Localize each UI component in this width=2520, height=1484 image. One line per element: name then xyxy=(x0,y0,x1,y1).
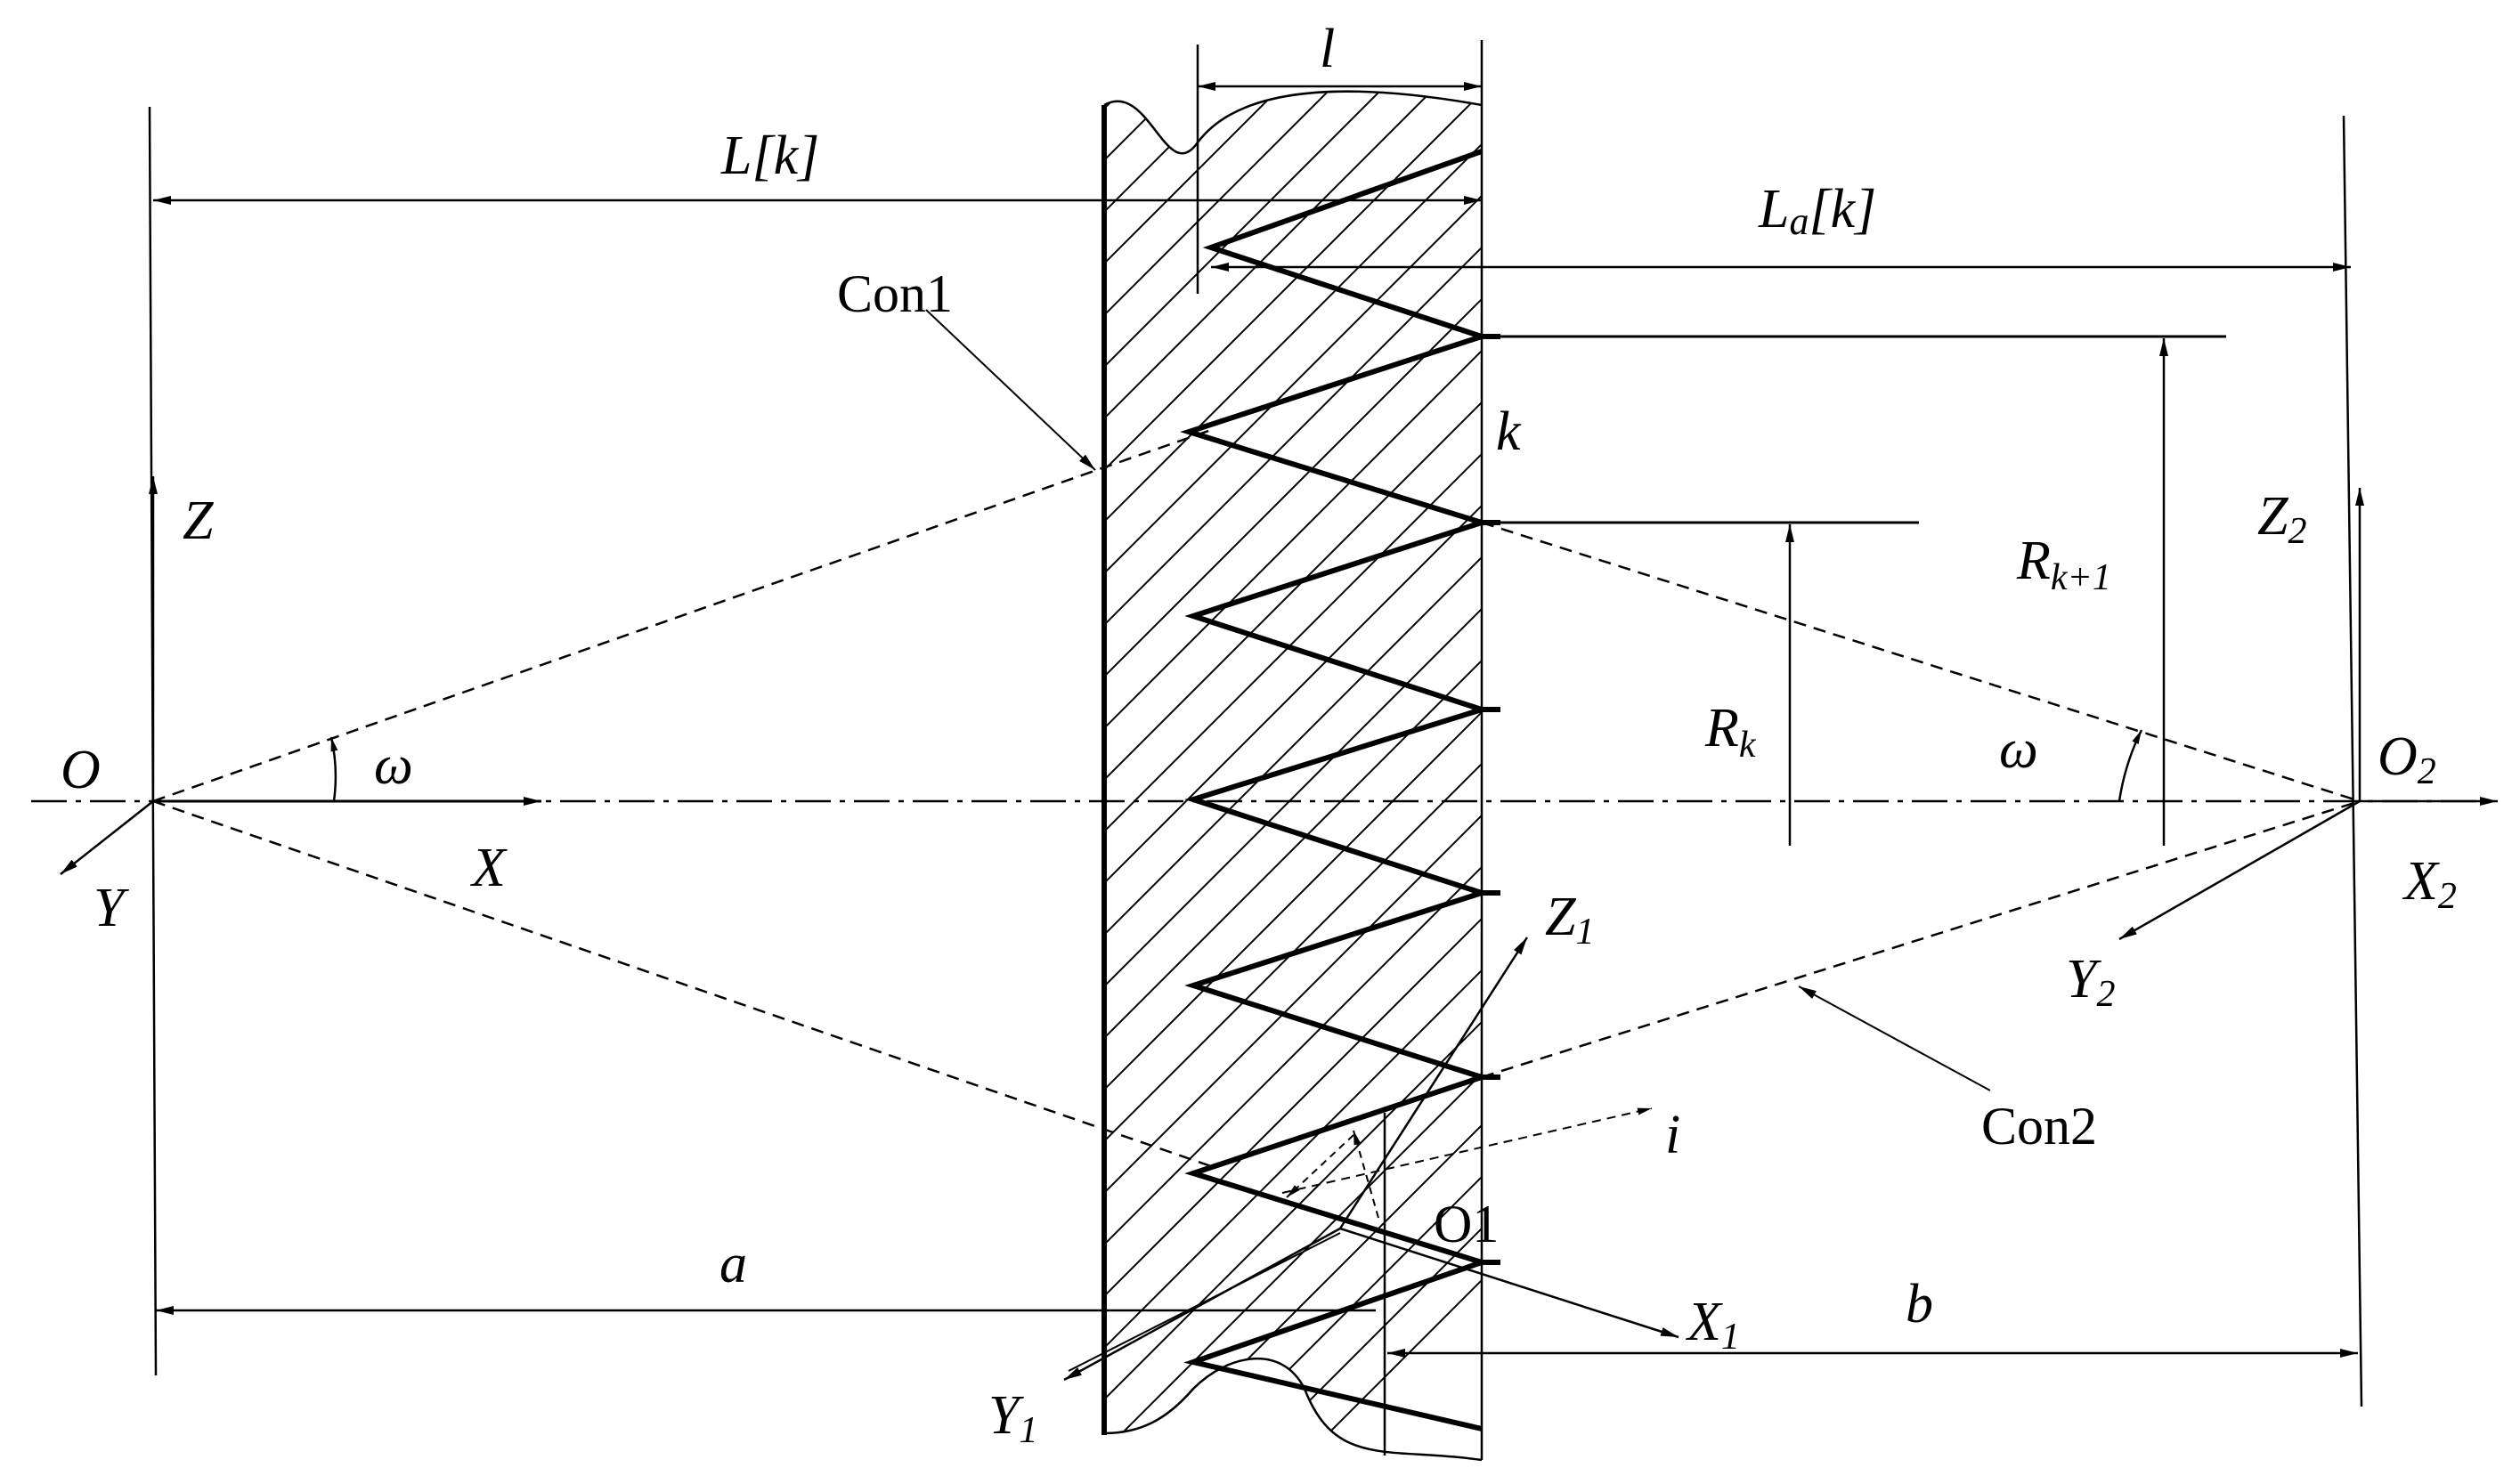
label-omega-right: ω xyxy=(1999,719,2038,780)
label-Rk1-sub: k+1 xyxy=(2051,557,2111,598)
con1-upper xyxy=(152,428,1212,803)
hatch-line xyxy=(1104,91,1435,1460)
label-Rk1-base: R xyxy=(2016,531,2051,591)
normal-dashed-2 xyxy=(1286,1134,1354,1198)
con2-lower xyxy=(1481,799,2361,1079)
label-omega-left: ω xyxy=(374,735,413,796)
con2-upper xyxy=(1481,521,2361,803)
label-b: b xyxy=(1906,1274,1933,1334)
hatch-line xyxy=(1104,91,1482,1460)
label-Rk: Rk xyxy=(1704,698,1757,766)
x1-axis-arrow xyxy=(1339,1227,1679,1339)
hatch-line xyxy=(1104,91,1482,1460)
label-X2-base: X xyxy=(2402,851,2440,912)
hatch-line xyxy=(1104,91,1482,1460)
hatch-line xyxy=(1104,91,1176,1460)
hatch-line xyxy=(1104,91,1482,1460)
hatch-line xyxy=(1104,91,1482,1460)
y2-axis-arrow xyxy=(2118,799,2361,941)
label-X1-sub: 1 xyxy=(1721,1317,1740,1358)
label-Z2: Z2 xyxy=(2257,486,2306,552)
hatch-line xyxy=(1104,91,1125,1460)
label-Z1: Z1 xyxy=(1545,887,1594,953)
label-X2: X2 xyxy=(2402,851,2457,917)
hatch-line xyxy=(1104,91,1482,1460)
label-X1: X1 xyxy=(1685,1292,1740,1358)
label-X2-sub: 2 xyxy=(2438,876,2457,917)
label-Z2-base: Z xyxy=(2257,486,2288,547)
label-X1-base: X xyxy=(1685,1292,1723,1352)
lens-bottom-wavy-edge xyxy=(1103,1358,1483,1462)
hatch-line xyxy=(1104,91,1383,1460)
label-Z: Z xyxy=(183,491,214,551)
hatch-line xyxy=(1104,91,1482,1460)
label-Y2-sub: 2 xyxy=(2096,974,2115,1015)
hatch-line xyxy=(1104,91,1482,1460)
normal-dashed-1 xyxy=(1353,1130,1379,1219)
hatch-line xyxy=(1104,91,1482,1460)
label-Rk-sub: k xyxy=(1739,725,1757,766)
label-O2-sub: 2 xyxy=(2418,751,2436,792)
hatch-line xyxy=(1104,91,1482,1460)
y1-axis-arrow xyxy=(1063,1227,1341,1382)
label-a: a xyxy=(719,1234,747,1294)
label-Con2: Con2 xyxy=(1981,1097,2097,1156)
con2-leader xyxy=(1798,985,1991,1091)
right-reference-line xyxy=(2342,115,2363,1407)
hatch-line xyxy=(1104,91,1482,1460)
label-Z1-sub: 1 xyxy=(1575,912,1594,953)
label-Y2-base: Y xyxy=(2066,949,2101,1010)
label-Y1-base: Y xyxy=(988,1385,1024,1446)
hatch-line xyxy=(1104,91,1482,1460)
hatch-line xyxy=(1104,91,1228,1460)
label-Y: Y xyxy=(93,878,129,938)
con1-lower xyxy=(152,799,1212,1168)
label-Lak: La[k] xyxy=(1758,179,1876,243)
label-O2: O2 xyxy=(2378,726,2436,792)
label-Lk: L[k] xyxy=(720,126,819,186)
y1-secondary-line xyxy=(1068,1232,1341,1372)
hatch-line xyxy=(1104,91,1482,1460)
hatch-line xyxy=(1104,91,1482,1460)
label-Y1-sub: 1 xyxy=(1019,1410,1037,1451)
hatch-line xyxy=(0,89,711,1484)
con1-leader xyxy=(925,309,1096,471)
label-Lak-sub: a xyxy=(1789,199,1809,243)
label-O2-base: O xyxy=(2378,726,2418,787)
label-O1: O1 xyxy=(1434,1195,1499,1253)
label-Lak-base: L xyxy=(1758,179,1789,239)
label-i: i xyxy=(1665,1105,1680,1165)
label-Lak-tail: [k] xyxy=(1809,179,1876,239)
hatch-line xyxy=(1104,91,1331,1460)
ray-i-arrow xyxy=(1281,1107,1653,1194)
label-Z2-sub: 2 xyxy=(2288,511,2306,552)
hatch-line xyxy=(1104,91,1482,1460)
label-Z1-base: Z xyxy=(1545,887,1576,947)
hatch-line xyxy=(1144,91,1482,1460)
label-Rk1: Rk+1 xyxy=(2016,531,2111,598)
label-Con1: Con1 xyxy=(837,264,953,323)
label-X: X xyxy=(469,838,508,898)
omega-arc-right xyxy=(2118,729,2143,802)
label-Y1: Y1 xyxy=(988,1385,1037,1451)
label-k: k xyxy=(1496,401,1522,462)
label-l: l xyxy=(1320,19,1335,79)
hatch-line xyxy=(1104,91,1482,1460)
hatch-line xyxy=(1104,91,1482,1460)
hatch-line xyxy=(0,89,917,1484)
hatch-line xyxy=(1196,91,1482,1460)
label-Rk-base: R xyxy=(1704,698,1739,758)
omega-arc-left xyxy=(329,736,338,802)
cone-lines xyxy=(152,428,2361,1168)
y-axis-arrow xyxy=(60,800,154,875)
label-Y2: Y2 xyxy=(2066,949,2115,1015)
hatch-line xyxy=(0,89,969,1484)
lens-top-wavy-edge xyxy=(1103,90,1483,155)
z1-axis-arrow xyxy=(1338,937,1529,1229)
label-O: O xyxy=(61,740,101,800)
